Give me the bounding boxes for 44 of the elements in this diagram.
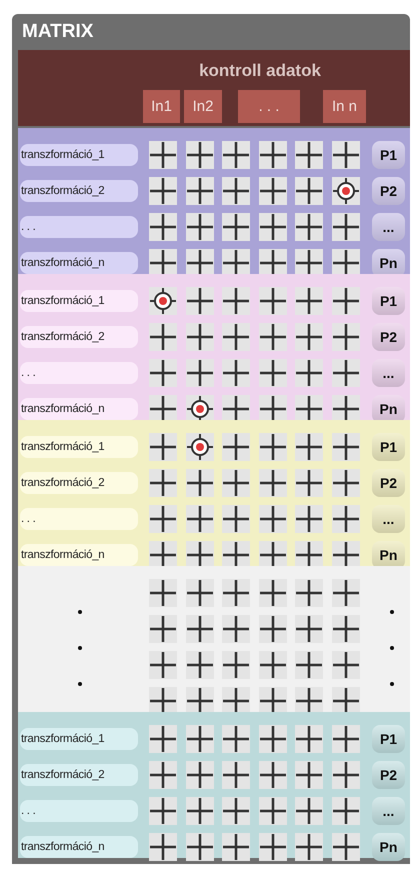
row-label: transzformáció_n — [20, 398, 138, 420]
p-button: ... — [372, 213, 405, 241]
p-button: P2 — [372, 323, 405, 351]
p-button: P1 — [372, 287, 405, 315]
row-label: transzformáció_1 — [20, 728, 138, 750]
row-label: transzformáció_1 — [20, 144, 138, 166]
column-header: In n — [323, 90, 366, 123]
p-button: P1 — [372, 433, 405, 461]
p-button: P2 — [372, 761, 405, 789]
row-label: . . . — [20, 216, 138, 238]
p-button: P1 — [372, 141, 405, 169]
row-label: transzformáció_n — [20, 544, 138, 566]
target-icon — [332, 177, 360, 205]
row-label: transzformáció_2 — [20, 180, 138, 202]
row-label: . . . — [20, 362, 138, 384]
panel-title: MATRIX — [22, 20, 94, 44]
column-group-heading: kontroll adatok — [198, 60, 322, 82]
p-button: ... — [372, 797, 405, 825]
column-header: In1 — [143, 90, 180, 123]
p-button: P1 — [372, 725, 405, 753]
row-label: transzformáció_1 — [20, 290, 138, 312]
header-band — [18, 50, 410, 126]
row-label: transzformáció_2 — [20, 326, 138, 348]
column-header: . . . — [238, 90, 300, 123]
group-band — [18, 128, 410, 274]
column-header: In2 — [184, 90, 222, 123]
p-button: Pn — [372, 833, 405, 861]
p-button: ... — [372, 505, 405, 533]
target-icon — [186, 433, 214, 461]
row-label: transzformáció_n — [20, 836, 138, 858]
p-button: ... — [372, 359, 405, 387]
group-band — [18, 566, 410, 712]
row-label: transzformáció_1 — [20, 436, 138, 458]
row-label: transzformáció_2 — [20, 472, 138, 494]
group-band — [18, 712, 410, 858]
row-label: . . . — [20, 508, 138, 530]
p-button: P2 — [372, 469, 405, 497]
target-icon — [149, 287, 177, 315]
row-label: . . . — [20, 800, 138, 822]
group-band — [18, 420, 410, 566]
row-label: transzformáció_2 — [20, 764, 138, 786]
row-label: transzformáció_n — [20, 252, 138, 274]
p-button: P2 — [372, 177, 405, 205]
group-band — [18, 274, 410, 420]
